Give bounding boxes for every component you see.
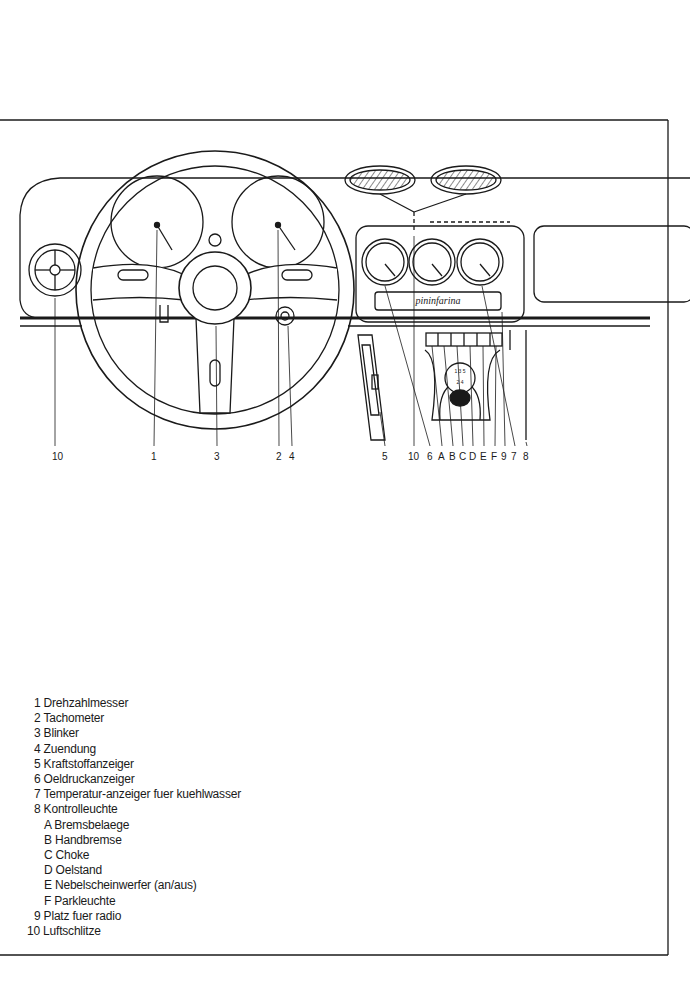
callout-number: B bbox=[449, 452, 456, 462]
top-vents bbox=[345, 166, 510, 232]
key-entry: 7 Temperatur-anzeiger fuer kuehlwasser bbox=[34, 788, 241, 800]
air-vent bbox=[29, 244, 81, 296]
leader-lines bbox=[55, 230, 527, 446]
callout-number: 3 bbox=[214, 452, 220, 462]
key-entry: D Oelstand bbox=[44, 864, 102, 876]
key-entry: E Nebelscheinwerfer (an/aus) bbox=[44, 879, 196, 891]
callout-number: C bbox=[459, 452, 466, 462]
callout-number: E bbox=[480, 452, 487, 462]
dashboard-outline bbox=[20, 178, 690, 326]
center-console bbox=[356, 226, 690, 322]
key-entry: 5 Kraftstoffanzeiger bbox=[34, 758, 134, 770]
key-entry: F Parkleuchte bbox=[44, 895, 115, 907]
gear-pattern: 2 4 bbox=[457, 380, 464, 385]
callout-number: 9 bbox=[501, 452, 507, 462]
key-entry: 8 Kontrolleuchte bbox=[34, 803, 118, 815]
callout-number: 2 bbox=[276, 452, 282, 462]
callout-number: 1 bbox=[151, 452, 157, 462]
key-entry: 3 Blinker bbox=[34, 727, 79, 739]
page-frame bbox=[0, 120, 668, 955]
badge-text: pininfarina bbox=[415, 296, 460, 306]
key-entry: 6 Oeldruckanzeiger bbox=[34, 773, 134, 785]
callout-number: A bbox=[438, 452, 445, 462]
key-entry: A Bremsbelaege bbox=[44, 819, 129, 831]
key-entry: 2 Tachometer bbox=[34, 712, 104, 724]
callout-number: 10 bbox=[52, 452, 63, 462]
callout-number: 6 bbox=[427, 452, 433, 462]
key-entry: 9 Platz fuer radio bbox=[34, 910, 121, 922]
key-entry: B Handbremse bbox=[44, 834, 122, 846]
callout-number: 4 bbox=[289, 452, 295, 462]
steering-wheel bbox=[76, 151, 354, 429]
callout-number: 7 bbox=[511, 452, 517, 462]
key-entry: 4 Zuendung bbox=[34, 743, 96, 755]
callout-number: 8 bbox=[523, 452, 529, 462]
key-entry: C Choke bbox=[44, 849, 89, 861]
gear-pattern: 1 3 5 bbox=[454, 369, 465, 374]
key-entry: 1 Drehzahlmesser bbox=[34, 697, 128, 709]
callout-number: 10 bbox=[408, 452, 419, 462]
callout-number: D bbox=[469, 452, 476, 462]
key-entry: 10 Luftschlitze bbox=[27, 925, 101, 937]
lower-console bbox=[358, 330, 526, 440]
callout-number: 5 bbox=[382, 452, 388, 462]
callout-number: F bbox=[491, 452, 497, 462]
